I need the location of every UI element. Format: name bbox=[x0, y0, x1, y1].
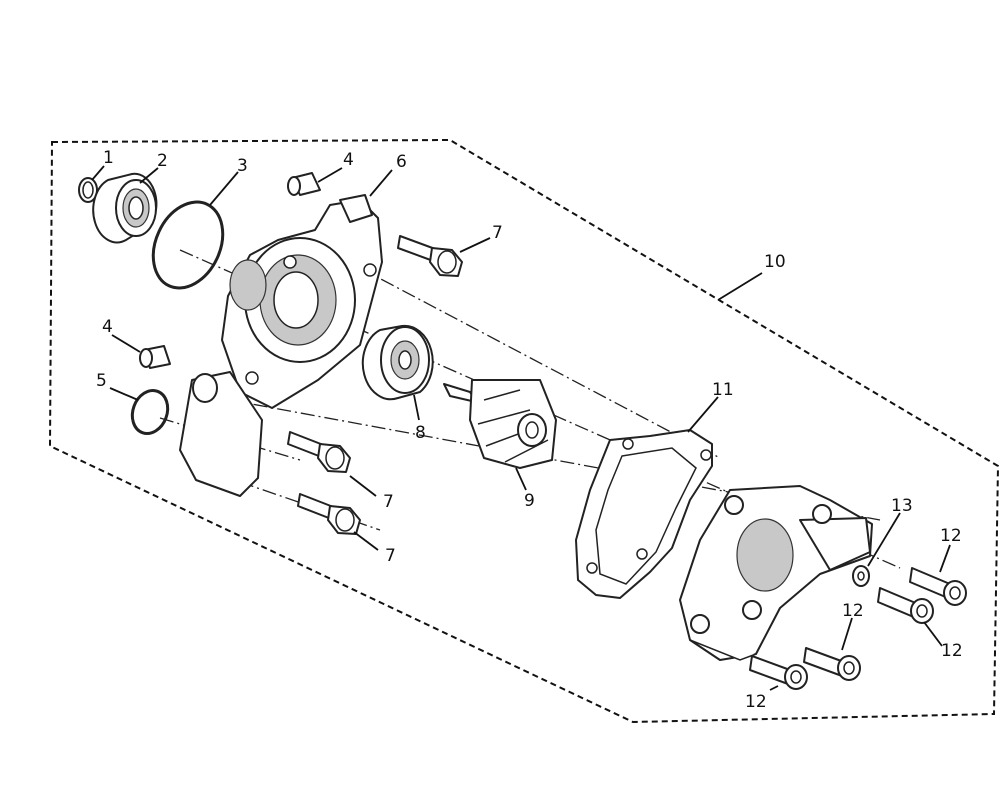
callout-7-lower: 7 bbox=[385, 546, 396, 566]
gasket bbox=[575, 429, 713, 599]
o-ring-large bbox=[151, 200, 225, 290]
circlip bbox=[78, 177, 98, 203]
callout-1: 1 bbox=[103, 148, 114, 168]
callout-12-b: 12 bbox=[941, 641, 963, 661]
dowel-pin-top bbox=[287, 172, 321, 196]
callout-10: 10 bbox=[764, 252, 786, 272]
callout-4-left: 4 bbox=[102, 317, 113, 337]
cover-screw-3 bbox=[803, 647, 861, 681]
callout-2: 2 bbox=[157, 151, 168, 171]
o-ring-small bbox=[130, 389, 170, 435]
cover-screw-4 bbox=[749, 655, 808, 690]
callout-8: 8 bbox=[415, 423, 426, 443]
water-pump-cover bbox=[679, 485, 873, 661]
callout-7-upper: 7 bbox=[492, 223, 503, 243]
callout-11: 11 bbox=[712, 380, 734, 400]
dowel-pin-left bbox=[139, 345, 171, 369]
callout-6: 6 bbox=[396, 152, 407, 172]
leader-lines bbox=[91, 165, 951, 691]
sealing-washer bbox=[852, 565, 870, 587]
cover-screw-2 bbox=[877, 587, 934, 624]
callout-3: 3 bbox=[237, 156, 248, 176]
mechanical-seal bbox=[361, 324, 434, 401]
bolt-upper bbox=[397, 235, 463, 277]
bolt-lower bbox=[297, 493, 361, 535]
callout-7-middle: 7 bbox=[383, 492, 394, 512]
callout-12-a: 12 bbox=[940, 526, 962, 546]
assembly-boundary bbox=[48, 138, 1000, 724]
ball-bearing bbox=[92, 172, 158, 244]
callout-12-c: 12 bbox=[842, 601, 864, 621]
water-pump-body bbox=[179, 194, 383, 497]
impeller bbox=[443, 379, 557, 469]
callout-4-top: 4 bbox=[343, 150, 354, 170]
cover-screw-1 bbox=[909, 567, 967, 606]
callout-5: 5 bbox=[96, 371, 107, 391]
callout-13: 13 bbox=[891, 496, 913, 516]
callout-9: 9 bbox=[524, 491, 535, 511]
bolt-middle bbox=[287, 431, 351, 473]
callout-12-d: 12 bbox=[745, 692, 767, 712]
